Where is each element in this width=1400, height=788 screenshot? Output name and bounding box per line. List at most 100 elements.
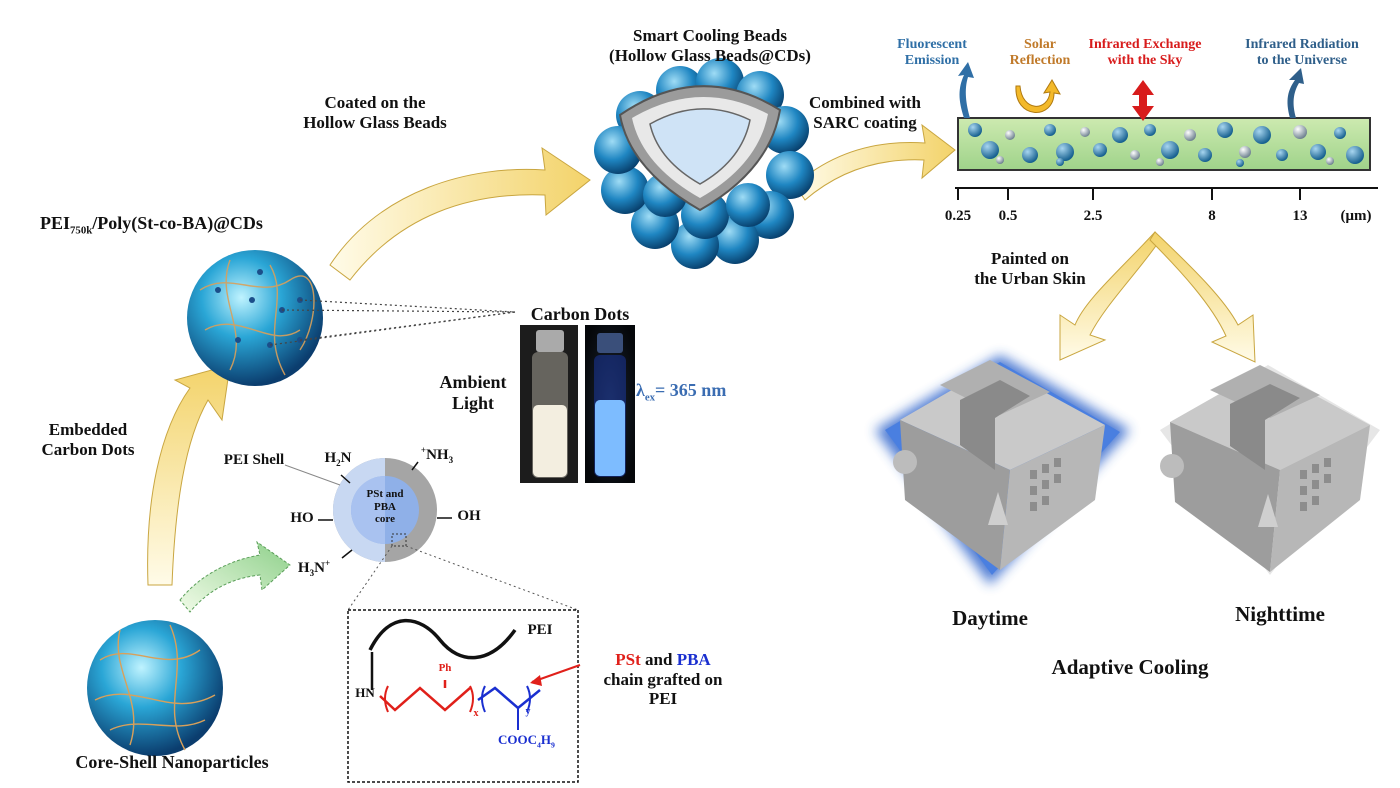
and-text: and [640, 650, 677, 669]
hn-label: HN [355, 685, 375, 700]
pei-label-sub: 750k [70, 224, 93, 237]
pei-label: PEI750k/Poly(St-co-BA)@CDs [40, 213, 340, 237]
beads-title-line1: Smart Cooling Beads [633, 26, 787, 45]
ambient-light-label: Ambient Light [428, 372, 518, 413]
combined-line2: SARC coating [813, 112, 917, 132]
coating-strip [957, 117, 1371, 171]
core-shell-sphere [87, 620, 223, 756]
wavelength-axis [955, 187, 1378, 200]
cooc-h: H [540, 732, 552, 747]
nh3-sub: 3 [448, 455, 454, 465]
lambda-sub: ex [644, 391, 656, 404]
unit-label: (μm) [1340, 208, 1372, 224]
arrow-to-daytime [1059, 231, 1161, 361]
nh3-label: +NH3 [412, 445, 462, 465]
arrow-combined [794, 123, 956, 201]
h3n-h: H [297, 560, 310, 576]
ambient-line1: Ambient [439, 372, 507, 392]
x-label: x [473, 708, 479, 719]
ho-label: HO [290, 510, 314, 526]
fluorescent-label: Fluorescent Emission [882, 37, 982, 69]
vial-ambient [520, 325, 578, 483]
nh3-n: NH [426, 447, 449, 463]
coated-line1: Coated on the [324, 93, 426, 112]
combined-label: Combined with SARC coating [790, 93, 940, 132]
pei-label-main: PEI [40, 213, 71, 233]
arrow-embedded [147, 364, 231, 586]
tick-label: 0.25 [944, 208, 972, 224]
pba-text: PBA [676, 650, 711, 669]
h3n-label: H3N+ [288, 558, 340, 578]
infrared-exchange-arrow [1132, 80, 1154, 121]
oh-label: OH [457, 508, 481, 524]
arrow-to-nighttime [1149, 231, 1256, 363]
polymer-structure-box [347, 609, 581, 783]
coating-particle [996, 156, 1004, 164]
coating-particle [1156, 158, 1164, 166]
pei-sphere [187, 250, 516, 386]
coating-particle [1005, 130, 1015, 140]
coating-particle [1346, 146, 1364, 164]
h2n-sub: 2 [336, 458, 341, 468]
coated-label: Coated on the Hollow Glass Beads [290, 93, 460, 132]
core-line3: core [375, 513, 395, 526]
coating-particle [1326, 157, 1334, 165]
core-shell-cross-section [284, 458, 579, 611]
h2n-n: N [340, 450, 352, 466]
h3n-sup: + [324, 558, 331, 568]
chain-line2: PEI [648, 689, 678, 709]
painted-line1: Painted on [991, 249, 1069, 268]
coating-particle [1056, 143, 1074, 161]
h2n-h: H [324, 450, 337, 466]
pst-text: PSt [615, 650, 641, 669]
radiation-line1: Infrared Radiation [1245, 37, 1359, 52]
vial-uv [585, 325, 635, 483]
painted-label: Painted on the Urban Skin [950, 249, 1110, 288]
coating-particle [1184, 129, 1196, 141]
coating-particle [1022, 147, 1038, 163]
adaptive-cooling-label: Adaptive Cooling [1051, 655, 1209, 679]
daytime-building [875, 355, 1130, 585]
cooc-sub2: 9 [551, 740, 555, 750]
coating-particle [1044, 124, 1056, 136]
h3n-n: N [314, 560, 325, 576]
ambient-line2: Light [451, 392, 494, 413]
core-label: PSt and PBA core [355, 488, 415, 526]
h3n-sub: 3 [309, 568, 315, 578]
daytime-label: Daytime [952, 606, 1028, 630]
coating-particle [1293, 125, 1307, 139]
infrared-line1: Infrared Exchange [1088, 37, 1202, 52]
core-line2: PBA [374, 500, 396, 513]
ph-label: Ph [438, 662, 452, 674]
coating-particle [1093, 143, 1107, 157]
solar-line2: Reflection [1009, 53, 1071, 69]
fluorescent-line1: Fluorescent [897, 37, 967, 52]
coating-particle [1276, 149, 1288, 161]
coating-particle [1130, 150, 1140, 160]
coating-particle [1080, 127, 1090, 137]
painted-line2: the Urban Skin [974, 268, 1086, 288]
coating-particle [1310, 144, 1326, 160]
h2n-top-label: H2N [318, 450, 358, 468]
embedded-line2: Carbon Dots [41, 439, 135, 459]
cooc-text: COOC [498, 732, 537, 747]
lambda-symbol: λ [636, 380, 645, 400]
lambda-value: = 365 nm [655, 380, 727, 400]
coating-particle [1144, 124, 1156, 136]
coating-particle [1112, 127, 1128, 143]
embedded-line1: Embedded [48, 420, 128, 439]
cooc-label: COOC4H9 [498, 732, 578, 751]
cooling-bead [594, 58, 814, 269]
infrared-line2: with the Sky [1107, 53, 1183, 69]
solar-arrow [1015, 79, 1061, 113]
combined-line1: Combined with [809, 93, 921, 112]
radiation-label: Infrared Radiation to the Universe [1232, 37, 1372, 69]
radiation-line2: to the Universe [1256, 53, 1348, 69]
y-label: y [525, 706, 531, 717]
coating-particle [1161, 141, 1179, 159]
coated-line2: Hollow Glass Beads [303, 112, 447, 132]
solar-line1: Solar [1024, 37, 1056, 52]
cooc-sub1: 4 [537, 740, 541, 750]
coating-particle [1217, 122, 1233, 138]
